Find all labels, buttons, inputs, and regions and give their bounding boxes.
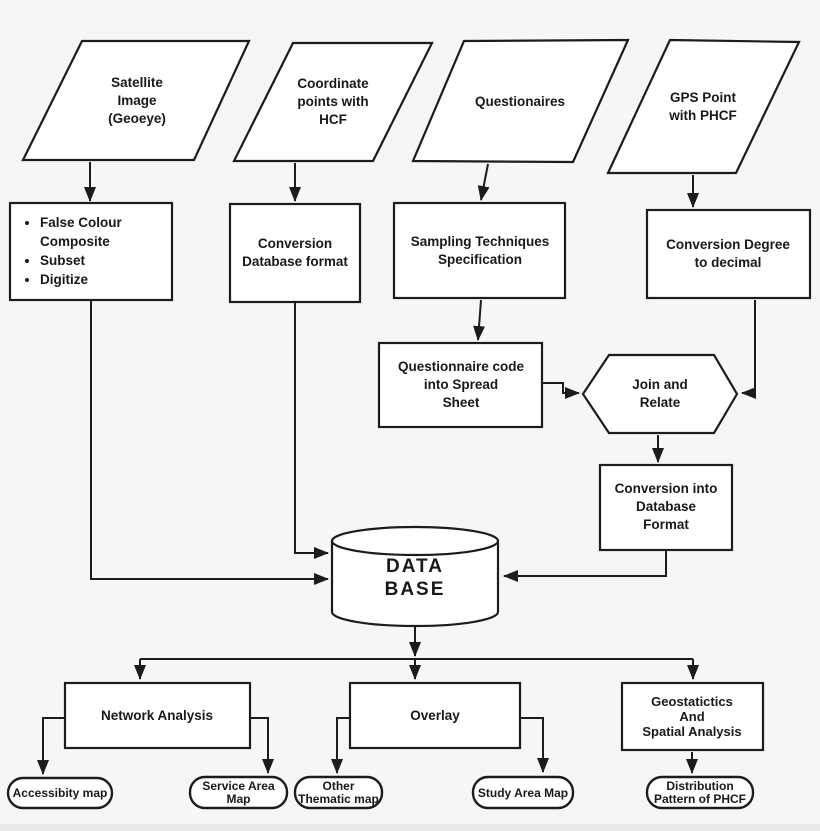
database-cylinder-top xyxy=(330,525,500,557)
other-thematic-map-terminal xyxy=(293,775,384,810)
preprocess-box xyxy=(8,201,174,302)
service-area-map-label: Service Area Map xyxy=(202,779,275,806)
conversion-degree-box xyxy=(645,208,812,300)
arrow-qcode-to-join xyxy=(543,382,580,399)
preprocess-item: False Colour Composite xyxy=(40,213,186,251)
arrow-conversiondb-to-database xyxy=(294,303,329,559)
gps-label: GPS Point with PHCF xyxy=(669,90,737,123)
arrow-conversionintodb-to-database xyxy=(503,551,667,582)
join-relate-label: Join and Relate xyxy=(632,377,688,410)
sampling-label: Sampling Techniques Specification xyxy=(410,234,550,267)
network-analysis-label: Network Analysis xyxy=(100,708,214,723)
conversion-db-box xyxy=(228,202,362,304)
bottom-strip xyxy=(0,824,820,831)
questionnaires-label: Questionaires xyxy=(474,94,566,109)
study-area-map-label: Study Area Map xyxy=(477,786,569,800)
network-analysis-box xyxy=(63,681,252,750)
conversion-degree-label: Conversion Degree to decimal xyxy=(666,237,790,270)
other-thematic-map-label: Other Thematic map xyxy=(298,779,379,806)
arrow-preprocess-to-database xyxy=(90,301,329,585)
geostatistics-box xyxy=(620,681,765,752)
distribution-pattern-label: Distribution Pattern of PHCF xyxy=(653,779,746,806)
coordinate-label: Coordinate points with HCF xyxy=(297,76,369,127)
arrow-network-to-servicearea xyxy=(250,717,274,774)
arrow-sampling-to-qcode xyxy=(473,299,486,341)
overlay-box xyxy=(348,681,522,750)
overlay-label: Overlay xyxy=(410,708,460,723)
preprocess-item: Subset xyxy=(40,251,186,270)
arrow-overlay-to-thematic xyxy=(331,717,350,774)
coordinate-parallelogram xyxy=(232,41,434,163)
accessibility-map-label: Accessibity map xyxy=(12,786,108,800)
satellite-label: Satellite Image (Geoeye) xyxy=(108,75,166,126)
arrow-conversiondegree-to-join xyxy=(741,300,756,399)
connectors xyxy=(37,162,756,775)
arrow-network-to-accessibility xyxy=(37,717,65,775)
sampling-box xyxy=(392,201,567,300)
nodes xyxy=(6,38,812,810)
database-label: DATA BASE xyxy=(384,556,446,600)
questionnaires-parallelogram xyxy=(411,38,630,164)
gps-parallelogram xyxy=(606,38,801,175)
arrow-questionnaires-to-sampling xyxy=(477,163,490,201)
preprocess-list: False Colour Composite Subset Digitize xyxy=(14,213,186,289)
study-area-map-terminal xyxy=(471,775,575,810)
preprocess-item: Digitize xyxy=(40,270,186,289)
distribution-pattern-terminal xyxy=(645,775,755,810)
database-cylinder-body xyxy=(330,541,500,628)
conversion-db-label: Conversion Database format xyxy=(242,236,348,269)
service-area-map-terminal xyxy=(188,775,289,810)
join-relate-hexagon xyxy=(581,353,739,435)
conversion-into-db-label: Conversion into Database Format xyxy=(614,481,718,532)
satellite-parallelogram xyxy=(21,39,251,162)
questionnaire-code-box xyxy=(377,341,544,429)
geostatistics-label: Geostatictics And Spatial Analysis xyxy=(642,694,742,739)
conversion-into-db-box xyxy=(598,463,734,552)
arrow-overlay-to-studyarea xyxy=(520,717,549,773)
accessibility-map-terminal xyxy=(6,776,114,810)
questionnaire-code-label: Questionnaire code into Spread Sheet xyxy=(397,359,525,410)
